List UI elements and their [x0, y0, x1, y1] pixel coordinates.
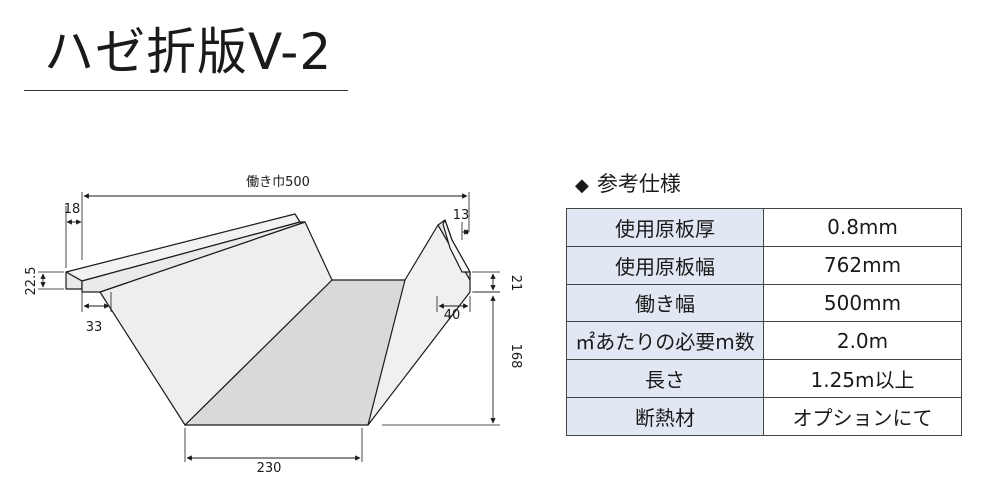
- spec-label: 使用原板幅: [566, 245, 764, 285]
- spec-value: 762mm: [763, 245, 962, 285]
- cross-section-diagram: 働き巾500 18 22.5 33 13 21 40 168 230: [24, 175, 523, 476]
- dim-bottom-width: 230: [257, 461, 282, 476]
- dim-right-top: 13: [453, 208, 470, 223]
- dim-left-height: 22.5: [24, 267, 39, 296]
- dim-left-offset: 33: [86, 320, 103, 335]
- table-row: 断熱材 オプションにて: [566, 396, 962, 436]
- spec-value: 0.8mm: [763, 208, 962, 247]
- dim-working-width: 働き巾500: [246, 175, 310, 190]
- spec-label: 使用原板厚: [566, 208, 764, 247]
- spec-label: 長さ: [566, 359, 764, 398]
- dim-right-height: 21: [508, 275, 523, 292]
- right-rib-lip: [442, 219, 471, 273]
- dim-top-seam: 18: [64, 202, 81, 217]
- spec-value: オプションにて: [763, 396, 962, 436]
- spec-table: 使用原板厚 0.8mm 使用原板幅 762mm 働き幅 500mm ㎡あたりの必…: [566, 208, 962, 436]
- table-row: ㎡あたりの必要m数 2.0m: [566, 321, 962, 361]
- table-row: 長さ 1.25m以上: [566, 359, 962, 398]
- spec-heading: ◆ 参考仕様: [575, 170, 681, 200]
- left-step: [81, 221, 306, 293]
- diamond-icon: ◆: [575, 175, 589, 196]
- title-underline: [24, 90, 348, 91]
- dim-right-offset: 40: [444, 308, 461, 323]
- dim-total-height: 168: [508, 344, 523, 369]
- page-title: ハゼ折版V-2: [44, 23, 333, 81]
- spec-label: 働き幅: [566, 283, 764, 323]
- spec-value: 500mm: [763, 283, 962, 323]
- spec-value: 2.0m: [763, 321, 962, 361]
- spec-heading-text: 参考仕様: [596, 172, 681, 196]
- spec-label: ㎡あたりの必要m数: [566, 321, 764, 361]
- table-row: 働き幅 500mm: [566, 283, 962, 323]
- table-row: 使用原板厚 0.8mm: [566, 208, 962, 247]
- table-row: 使用原板幅 762mm: [566, 245, 962, 285]
- spec-label: 断熱材: [566, 396, 764, 436]
- spec-value: 1.25m以上: [763, 359, 962, 398]
